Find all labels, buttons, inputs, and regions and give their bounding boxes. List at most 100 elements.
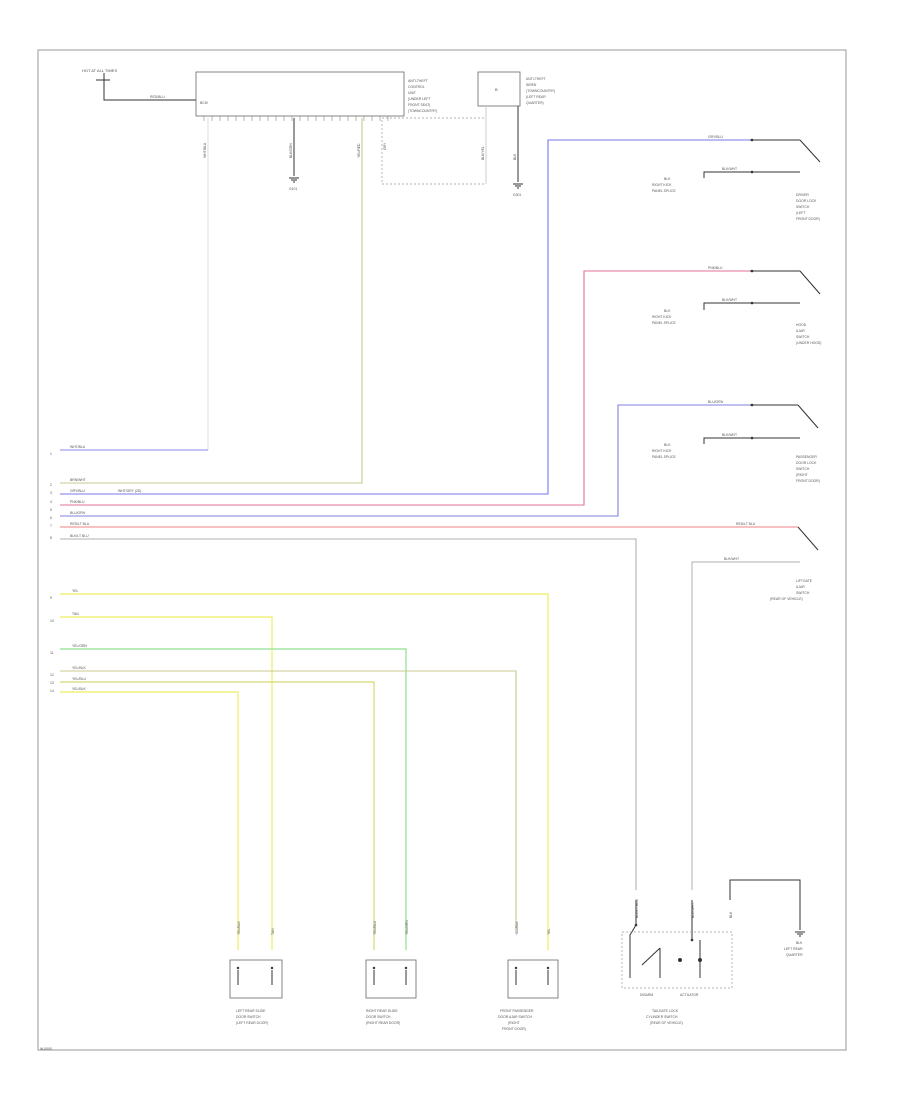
wire-8-label: YEL: [72, 589, 79, 593]
svg-text:3: 3: [50, 491, 52, 495]
svg-text:SIREN: SIREN: [526, 83, 537, 87]
svg-text:PANEL SPLICE: PANEL SPLICE: [652, 189, 676, 193]
svg-text:(UNDER HOOD): (UNDER HOOD): [796, 341, 821, 345]
ground-g101: G101: [289, 177, 299, 191]
anti-theft-siren-box: [477, 71, 521, 107]
svg-text:(TOWNCOUNTRY): (TOWNCOUNTRY): [526, 89, 555, 93]
svg-text:PASSENGER: PASSENGER: [796, 455, 817, 459]
svg-text:7: 7: [50, 524, 52, 528]
tailgate-lock-cylinder-switch: BLK/LT BLU BLK/WHT BLK DISARM ACTUATOR T…: [621, 879, 801, 1025]
front-passenger-door-ajar-switch: YEL/BLK YEL FRONT PASSENGER DOOR AJAR SW…: [498, 921, 559, 1031]
wire-11-label: YEL/BLK: [72, 666, 86, 670]
svg-text:8: 8: [50, 536, 52, 540]
svg-text:SWITCH: SWITCH: [796, 591, 810, 595]
diagram-frame: [37, 49, 847, 1051]
svg-text:11: 11: [50, 651, 54, 655]
svg-text:1: 1: [50, 452, 52, 456]
svg-text:LEFT REAR: LEFT REAR: [784, 947, 803, 951]
wire-3-label: GRY/BLU: [70, 489, 85, 493]
svg-text:2: 2: [50, 483, 52, 487]
siren-wire-1-label: BLK/YEL: [481, 146, 485, 160]
svg-text:FRONT DOOR): FRONT DOOR): [502, 1027, 526, 1031]
svg-text:FRONT PASSENGER: FRONT PASSENGER: [500, 1009, 534, 1013]
hood-ajar-switch: PNK/BLU BLK/WHT BLK RIGHT KICK PANEL SPL…: [652, 266, 821, 345]
svg-text:(TOWNCOUNTRY): (TOWNCOUNTRY): [408, 109, 437, 113]
wire-1-label: WHT/BLU: [70, 445, 86, 449]
svg-text:YEL/BLU: YEL/BLU: [373, 921, 377, 935]
wire-5-blue-run: [60, 404, 798, 517]
svg-text:14: 14: [50, 689, 54, 693]
wire-3b-label: WHT/GRY (2D): [118, 489, 141, 493]
svg-text:(LEFT REAR: (LEFT REAR: [526, 95, 546, 99]
svg-text:RIGHT KICK: RIGHT KICK: [652, 315, 672, 319]
module-inner-label: BCM: [200, 101, 208, 105]
svg-text:QUARTER: QUARTER: [786, 953, 803, 957]
anti-theft-module-box: [195, 71, 405, 117]
svg-text:ANTI-THEFT: ANTI-THEFT: [408, 79, 428, 83]
wire-4-pink-run: [60, 270, 800, 506]
svg-text:CONTROL: CONTROL: [408, 85, 425, 89]
svg-text:BLK: BLK: [664, 177, 671, 181]
svg-text:FRONT SEAT): FRONT SEAT): [408, 103, 430, 107]
module-wire-3: [60, 118, 363, 484]
wire-3-blue-run: [60, 139, 800, 495]
svg-text:(RIGHT: (RIGHT: [796, 473, 808, 477]
svg-text:DOOR SWITCH: DOOR SWITCH: [236, 1015, 261, 1019]
svg-text:(RIGHT REAR DOOR): (RIGHT REAR DOOR): [366, 1021, 400, 1025]
svg-text:TAN: TAN: [271, 928, 275, 935]
svg-text:CYLINDER SWITCH: CYLINDER SWITCH: [646, 1015, 678, 1019]
left-pin-numbers: 1 2 3 4 5 6 7 8 9 10 11 12 13 14: [50, 452, 54, 693]
svg-text:DRIVER: DRIVER: [796, 193, 809, 197]
fuse-wire-label: RED/BLU: [150, 95, 165, 99]
svg-text:BLK: BLK: [664, 443, 671, 447]
svg-text:TAILGATE LOCK: TAILGATE LOCK: [652, 1009, 679, 1013]
fuse-label: HOT AT ALL TIMES: [82, 68, 117, 73]
svg-text:PANEL SPLICE: PANEL SPLICE: [652, 321, 676, 325]
wire-6-label: RED/LT BLU: [70, 522, 90, 526]
wire-7-label: BLK/LT BLU: [70, 534, 89, 538]
svg-text:5: 5: [50, 508, 52, 512]
svg-text:FRONT DOOR): FRONT DOOR): [796, 479, 820, 483]
svg-text:PANEL SPLICE: PANEL SPLICE: [652, 455, 676, 459]
svg-text:DOOR SWITCH: DOOR SWITCH: [366, 1015, 391, 1019]
module-pins: [203, 116, 389, 121]
wire-9-label: TAN: [72, 612, 79, 616]
liftgate-ajar-switch: RED/LT BLU BLK/WHT LIFTGATE AJAR SWITCH …: [691, 522, 819, 890]
svg-text:DOOR AJAR SWITCH: DOOR AJAR SWITCH: [498, 1015, 532, 1019]
svg-text:LIFTGATE: LIFTGATE: [796, 579, 813, 583]
svg-text:HOOD: HOOD: [796, 323, 807, 327]
fuse-feed-wire: [96, 73, 196, 101]
module-description: ANTI-THEFT CONTROL UNIT (UNDER LEFT FRON…: [408, 79, 437, 113]
wire-10-label: YEL/GRN: [72, 644, 87, 648]
svg-text:6: 6: [50, 516, 52, 520]
driver-door-lock-switch: GRY/BLU BLK/WHT BLK RIGHT KICK PANEL SPL…: [652, 135, 821, 221]
wire-13-label: YEL/BLK: [72, 687, 86, 691]
svg-text:AJAR: AJAR: [796, 329, 805, 333]
svg-text:DOOR LOCK: DOOR LOCK: [796, 199, 817, 203]
svg-text:BLK/LT BLU: BLK/LT BLU: [635, 899, 639, 918]
svg-text:(UNDER LEFT: (UNDER LEFT: [408, 97, 430, 101]
svg-text:QUARTER): QUARTER): [526, 101, 544, 105]
svg-text:10: 10: [50, 619, 54, 623]
svg-text:DISARM: DISARM: [640, 993, 653, 997]
right-rear-slide-door-switch: YEL/BLU YEL/GRN RIGHT REAR SLIDE DOOR SW…: [365, 920, 417, 1025]
module-wire-4-label: GRY: [383, 142, 387, 150]
svg-text:SWITCH: SWITCH: [796, 467, 810, 471]
module-wire-3-label: YEL/RED: [357, 143, 361, 158]
svg-text:YEL/GRN: YEL/GRN: [405, 920, 409, 935]
svg-text:(LEFT REAR DOOR): (LEFT REAR DOOR): [236, 1021, 268, 1025]
siren-description: ANTI-THEFT SIREN (TOWNCOUNTRY) (LEFT REA…: [526, 77, 555, 105]
svg-text:RIGHT KICK: RIGHT KICK: [652, 183, 672, 187]
svg-text:YEL: YEL: [547, 928, 551, 935]
svg-text:SWITCH: SWITCH: [796, 335, 810, 339]
svg-text:(RIGHT: (RIGHT: [508, 1021, 520, 1025]
svg-text:13: 13: [50, 681, 54, 685]
wire-7-gray-run: [60, 538, 637, 890]
svg-text:(LEFT: (LEFT: [796, 211, 805, 215]
svg-text:ANTI-THEFT: ANTI-THEFT: [526, 77, 546, 81]
wire-12-label: YEL/BLU: [72, 677, 86, 681]
wire-2-label: BRN/WHT: [70, 478, 86, 482]
wire-9-yellow-run: [60, 616, 273, 950]
svg-text:(REAR OF VEHICLE): (REAR OF VEHICLE): [650, 1021, 683, 1025]
